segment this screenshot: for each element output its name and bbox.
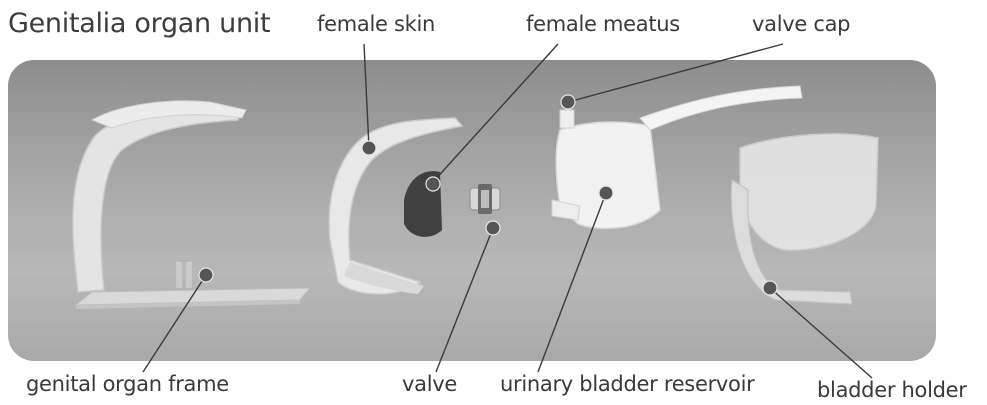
leader-line-genital-organ-frame (143, 275, 206, 372)
marker-genital-organ-frame (199, 268, 213, 282)
leader-line-female-meatus (433, 44, 558, 182)
marker-valve-cap (561, 95, 575, 109)
marker-urinary-bladder-reservoir (599, 186, 613, 200)
leader-line-female-skin (364, 44, 369, 148)
marker-female-skin (362, 141, 376, 155)
leader-line-bladder-holder (770, 288, 872, 378)
marker-valve (486, 221, 500, 235)
leader-line-urinary-bladder-reservoir (538, 193, 606, 372)
marker-bladder-holder (763, 281, 777, 295)
marker-female-meatus (426, 177, 440, 191)
leader-line-valve (436, 228, 493, 372)
leader-line-valve-cap (568, 44, 783, 102)
